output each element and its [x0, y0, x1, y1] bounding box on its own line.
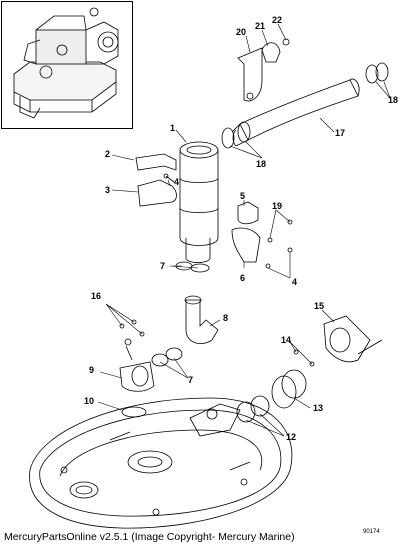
callout-5: 5: [240, 191, 246, 201]
callout-18-right: 18: [388, 95, 399, 105]
part-18-clamps: [221, 62, 389, 149]
callout-22: 22: [272, 15, 283, 25]
part-10-o-ring: [121, 406, 147, 418]
part-13-fitting: [271, 369, 307, 409]
callout-10: 10: [84, 396, 95, 406]
callout-14: 14: [281, 335, 292, 345]
part-6-bracket: [231, 227, 261, 263]
part-4-screws-right: [265, 247, 293, 269]
callout-3: 3: [105, 185, 111, 195]
callout-20: 20: [236, 27, 247, 37]
callout-7-lower: 7: [188, 375, 194, 385]
part-4-screws-left: [163, 173, 175, 183]
part-22-screw: [282, 38, 290, 46]
part-16-screws: [119, 319, 145, 337]
part-12-gaskets: [236, 395, 270, 423]
drawing-number: 90174: [363, 529, 380, 535]
callout-4-left: 4: [174, 177, 180, 187]
callout-6: 6: [240, 273, 246, 283]
callout-2: 2: [105, 149, 111, 159]
callout-15: 15: [314, 301, 325, 311]
callout-17: 17: [335, 128, 346, 138]
callout-19: 19: [272, 201, 283, 211]
part-20-bracket: [237, 47, 263, 102]
callout-21: 21: [255, 21, 266, 31]
callout-1: 1: [170, 123, 176, 133]
part-5-bracket: [237, 201, 259, 225]
callout-4-right: 4: [292, 277, 298, 287]
callout-7-upper: 7: [160, 261, 166, 271]
callout-16: 16: [91, 291, 102, 301]
copyright-footer: MercuryPartsOnline v2.5.1 (Image Copyrig…: [4, 531, 295, 543]
part-3-bracket: [137, 179, 177, 207]
callout-8: 8: [223, 313, 229, 323]
part-14-screws: [293, 349, 315, 367]
callout-12: 12: [286, 432, 297, 442]
engine-inset-frame: [1, 1, 133, 129]
part-1-exhaust-riser: [179, 141, 219, 263]
callout-13: 13: [313, 403, 324, 413]
part-8-elbow-hose: [184, 295, 219, 344]
part-2-bracket: [135, 153, 177, 171]
part-15-pump: [323, 315, 383, 363]
callout-18-mid: 18: [256, 159, 267, 169]
callout-9: 9: [89, 365, 95, 375]
leader-lines: [97, 23, 391, 437]
part-9-fitting: [119, 338, 155, 392]
part-7-clamps-lower: [151, 347, 183, 367]
oil-pan-base: [29, 397, 293, 529]
part-21-clamp: [261, 42, 281, 63]
engine-thumbnail: [13, 7, 119, 119]
part-17-exhaust-pipe: [231, 78, 360, 147]
